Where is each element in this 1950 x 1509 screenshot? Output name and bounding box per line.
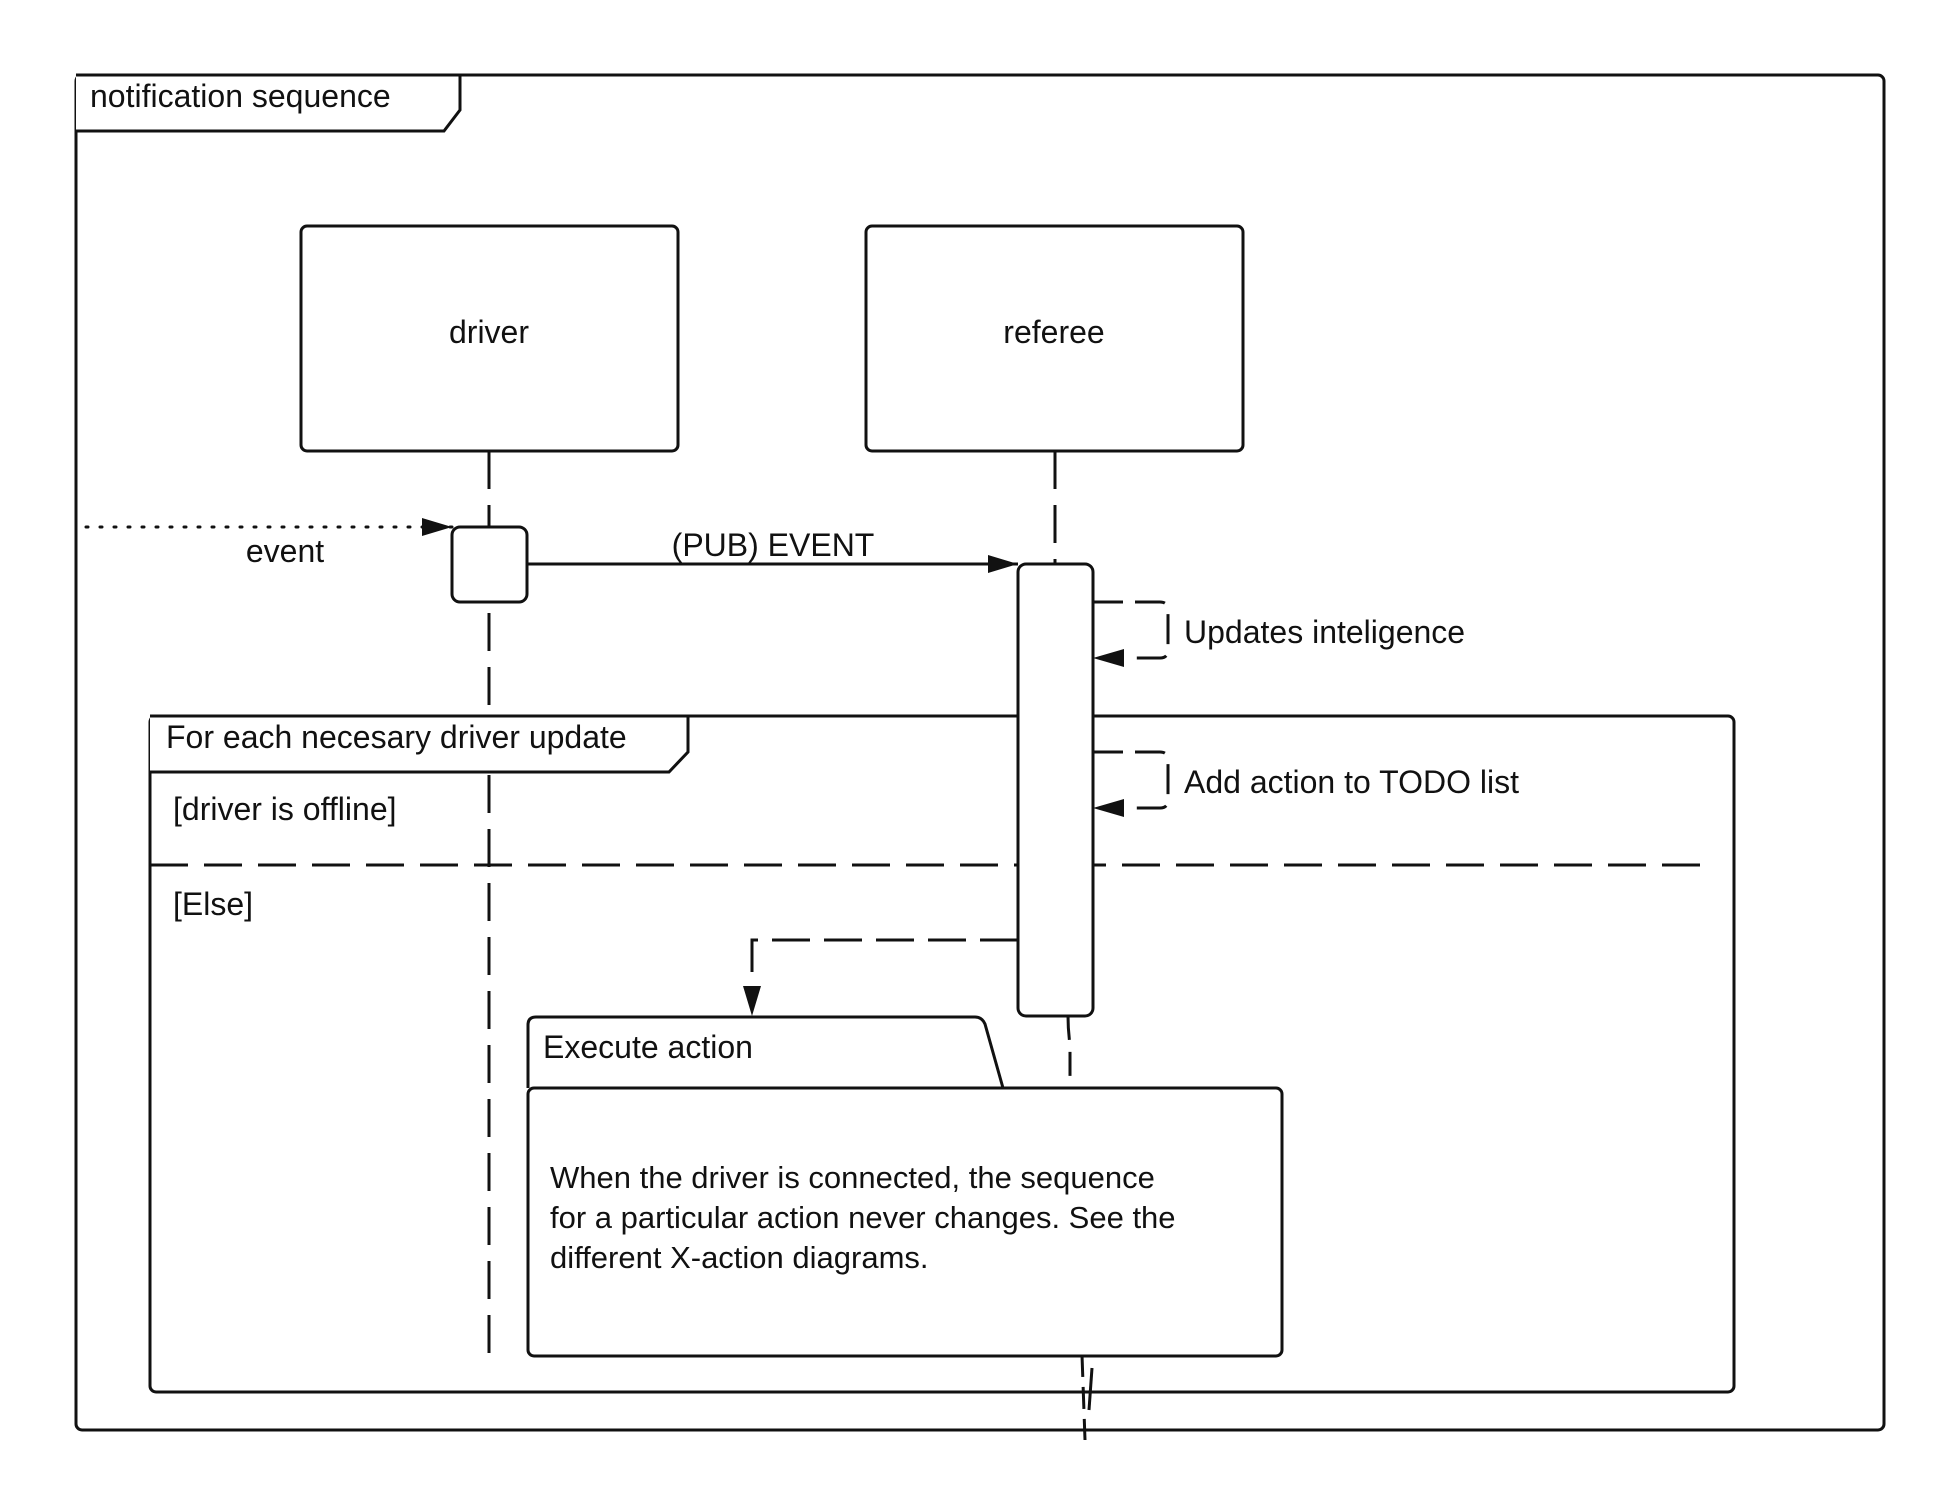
found-event-label: event [246, 533, 324, 569]
self-message-add-action: Add action to TODO list [1093, 750, 1519, 817]
referee-label: referee [1003, 314, 1104, 350]
driver-label: driver [449, 314, 529, 350]
self-update-label: Updates inteligence [1184, 614, 1465, 650]
lifeline-driver: driver [299, 224, 680, 1362]
loop-fragment: For each necesary driver update [driver … [148, 714, 1736, 1394]
self-message-updates: Updates inteligence [1093, 600, 1465, 667]
frame-title: notification sequence [90, 78, 391, 114]
loop-fragment-title: For each necesary driver update [166, 719, 627, 755]
message-found-event: event [84, 518, 454, 569]
self-add-label: Add action to TODO list [1184, 764, 1519, 800]
ref-fragment-line-3: different X-action diagrams. [550, 1240, 929, 1275]
guard-driver-offline: [driver is offline] [173, 791, 397, 827]
referee-lifeline-tail [1066, 1015, 1094, 1441]
pub-event-label: (PUB) EVENT [672, 527, 875, 563]
driver-activation [450, 525, 529, 604]
message-pub-event: (PUB) EVENT [527, 527, 1018, 573]
ref-fragment-title: Execute action [543, 1029, 753, 1065]
loop-fragment-tab [150, 714, 690, 774]
return-to-ref [743, 938, 1018, 1016]
frame-title-tab [76, 73, 462, 133]
ref-fragment-execute-action: Execute action When the driver is connec… [526, 1015, 1284, 1358]
ref-fragment-line-2: for a particular action never changes. S… [550, 1200, 1176, 1235]
referee-activation [1016, 562, 1095, 1018]
lifeline-referee: referee [864, 224, 1245, 564]
guard-else: [Else] [173, 886, 253, 922]
outer-frame: notification sequence [74, 73, 1886, 1432]
ref-fragment-line-1: When the driver is connected, the sequen… [550, 1160, 1155, 1195]
ref-fragment-tab [526, 1015, 1005, 1089]
ref-fragment-body [526, 1086, 1284, 1358]
